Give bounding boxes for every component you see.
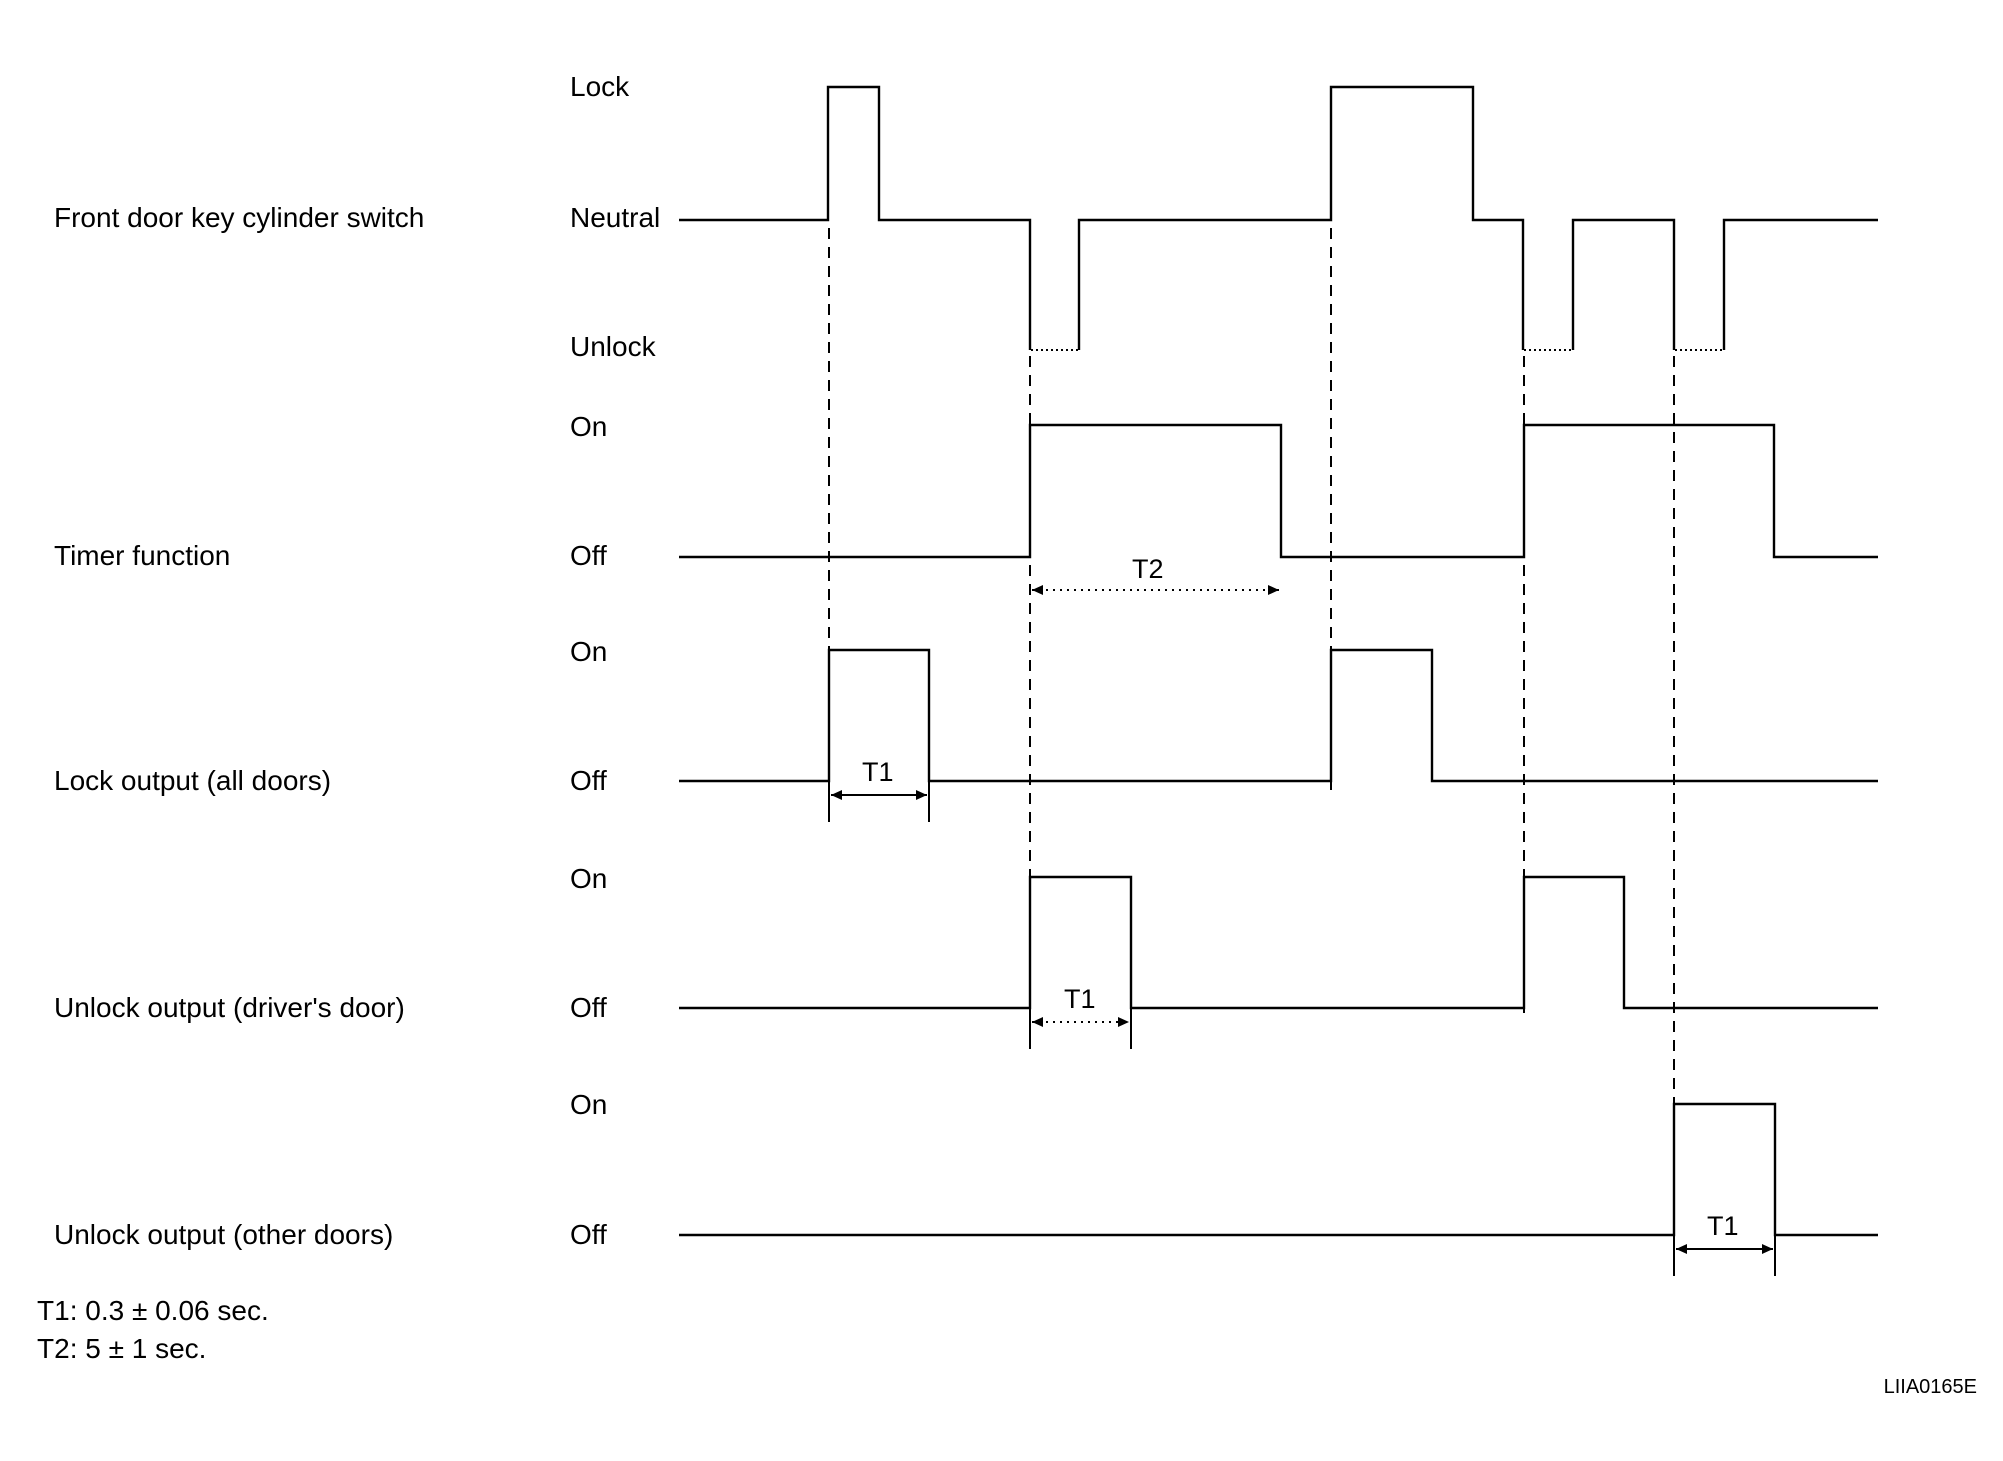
t2-label: T2 (1132, 554, 1164, 584)
waveform-timer-function (679, 423, 1878, 559)
signal-name-unlock-output-driver: Unlock output (driver's door) (54, 992, 405, 1023)
signal-name-unlock-output-other: Unlock output (other doors) (54, 1219, 393, 1250)
level-label-unlock-other-off: Off (570, 1219, 607, 1250)
signal-name-timer-function: Timer function (54, 540, 230, 571)
legend-t2: T2: 5 ± 1 sec. (37, 1333, 206, 1364)
level-label-unlock-driver-on: On (570, 863, 607, 894)
t1-label-driver: T1 (1064, 984, 1096, 1014)
legend-t1-key: T1 (37, 1295, 70, 1326)
level-label-unlock-driver-off: Off (570, 992, 607, 1023)
level-label-neutral: Neutral (570, 202, 660, 233)
level-label-unlock-other-on: On (570, 1089, 607, 1120)
level-label-timer-off: Off (570, 540, 607, 571)
level-label-timer-on: On (570, 411, 607, 442)
figure-code: LIIA0165E (1884, 1376, 1977, 1398)
legend-t1: T1: 0.3 ± 0.06 sec. (37, 1295, 269, 1326)
signal-name-key-cylinder-switch: Front door key cylinder switch (54, 202, 424, 233)
level-label-lock: Lock (570, 71, 630, 102)
legend-t2-text: : 5 ± 1 sec. (70, 1333, 207, 1364)
legend-t1-text: : 0.3 ± 0.06 sec. (70, 1295, 269, 1326)
waveform-lock-output (679, 648, 1878, 783)
level-label-lock-output-on: On (570, 636, 607, 667)
signal-name-lock-output: Lock output (all doors) (54, 765, 331, 796)
t1-label-lock: T1 (862, 757, 894, 787)
waveform-key-cylinder-switch (679, 85, 1878, 350)
level-label-unlock: Unlock (570, 331, 657, 362)
level-label-lock-output-off: Off (570, 765, 607, 796)
waveform-unlock-output-driver (679, 875, 1878, 1010)
t1-label-other: T1 (1707, 1211, 1739, 1241)
waveform-unlock-output-other (679, 1102, 1878, 1237)
legend-t2-key: T2 (37, 1333, 70, 1364)
